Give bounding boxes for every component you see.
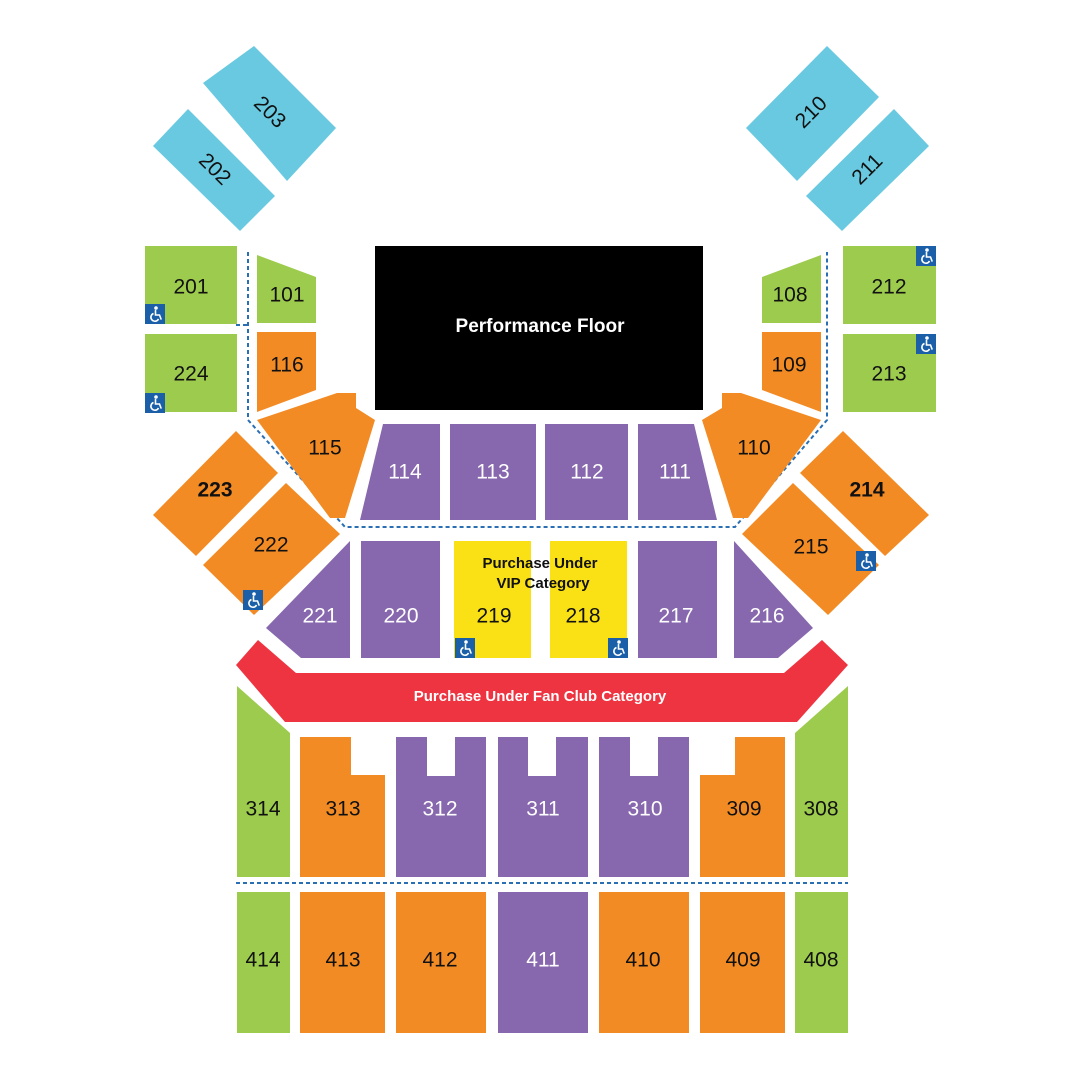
section-409-label: 409 (725, 949, 760, 972)
vip-note: Purchase Under VIP Category (482, 555, 597, 592)
section-101[interactable]: 101 (257, 255, 316, 323)
section-114-label: 114 (388, 461, 422, 484)
section-116[interactable]: 116 (257, 332, 316, 412)
section-203[interactable]: 203 (203, 46, 336, 181)
section-312[interactable]: 312 (396, 737, 486, 877)
section-413[interactable]: 413 (300, 892, 385, 1033)
wheelchair-icon (144, 303, 166, 325)
wheelchair-icon (915, 333, 937, 355)
performance-floor: Performance Floor (375, 246, 703, 410)
section-413-label: 413 (325, 949, 360, 972)
section-216-label: 216 (749, 605, 784, 628)
section-314[interactable]: 314 (237, 686, 290, 877)
wheelchair-icon (144, 392, 166, 414)
section-408-label: 408 (803, 949, 838, 972)
section-309-label: 309 (726, 798, 761, 821)
section-115-label: 115 (308, 437, 341, 460)
section-221[interactable]: 221 (266, 541, 350, 658)
section-309[interactable]: 309 (700, 737, 785, 877)
section-222[interactable]: 222 (203, 483, 340, 615)
section-201-label: 201 (173, 276, 208, 299)
section-112-label: 112 (570, 461, 603, 484)
section-110[interactable]: 110 (702, 393, 821, 518)
section-210[interactable]: 210 (746, 46, 879, 181)
section-412-label: 412 (422, 949, 457, 972)
section-109[interactable]: 109 (762, 332, 821, 412)
section-217-label: 217 (658, 605, 693, 628)
section-109-label: 109 (771, 354, 806, 377)
wheelchair-icon (242, 589, 264, 611)
section-108[interactable]: 108 (762, 255, 821, 323)
wheelchair-icon (855, 550, 877, 572)
section-101-label: 101 (269, 284, 304, 307)
section-211[interactable]: 211 (806, 109, 929, 231)
section-216[interactable]: 216 (734, 541, 813, 658)
performance-floor-label: Performance Floor (456, 316, 626, 337)
fan-club-band[interactable]: Purchase Under Fan Club Category (236, 640, 848, 722)
section-410[interactable]: 410 (599, 892, 689, 1033)
section-310-label: 310 (627, 798, 662, 821)
section-308-label: 308 (803, 798, 838, 821)
fan-club-band-label: Purchase Under Fan Club Category (414, 688, 667, 705)
section-110-label: 110 (737, 437, 770, 460)
vip-note-line1: Purchase Under (482, 555, 597, 572)
wheelchair-icon (915, 245, 937, 267)
section-218-label: 218 (565, 605, 600, 628)
wheelchair-icon (454, 637, 476, 659)
section-111[interactable]: 111 (638, 424, 717, 520)
section-414[interactable]: 414 (237, 892, 290, 1033)
section-414-label: 414 (245, 949, 280, 972)
section-221-label: 221 (302, 605, 337, 628)
section-312-label: 312 (422, 798, 457, 821)
section-410-label: 410 (625, 949, 660, 972)
section-311-label: 311 (526, 798, 559, 821)
aisle-lines (236, 252, 848, 884)
section-409[interactable]: 409 (700, 892, 785, 1033)
section-308[interactable]: 308 (795, 686, 848, 877)
section-220-label: 220 (383, 605, 418, 628)
section-214-label: 214 (849, 479, 884, 502)
section-411-label: 411 (526, 949, 559, 972)
section-215[interactable]: 215 (742, 483, 879, 615)
section-222-label: 222 (253, 534, 288, 557)
section-314-label: 314 (245, 798, 280, 821)
section-224-label: 224 (173, 363, 208, 386)
section-213[interactable]: 213 (843, 334, 936, 412)
section-412[interactable]: 412 (396, 892, 486, 1033)
wheelchair-icon (607, 637, 629, 659)
section-111-label: 111 (659, 461, 691, 484)
section-112[interactable]: 112 (545, 424, 628, 520)
section-202[interactable]: 202 (153, 109, 275, 231)
section-113[interactable]: 113 (450, 424, 536, 520)
section-220[interactable]: 220 (361, 541, 440, 658)
section-219-label: 219 (476, 605, 511, 628)
section-213-label: 213 (871, 363, 906, 386)
section-223[interactable]: 223 (153, 431, 278, 556)
section-217[interactable]: 217 (638, 541, 717, 658)
vip-note-line2: VIP Category (496, 575, 590, 592)
section-223-label: 223 (197, 479, 232, 502)
section-310[interactable]: 310 (599, 737, 689, 877)
section-212-label: 212 (871, 276, 906, 299)
section-116-label: 116 (270, 354, 303, 377)
section-408[interactable]: 408 (795, 892, 848, 1033)
section-214[interactable]: 214 (800, 431, 929, 556)
section-311[interactable]: 311 (498, 737, 588, 877)
section-114[interactable]: 114 (360, 424, 440, 520)
section-313[interactable]: 313 (300, 737, 385, 877)
section-215-label: 215 (793, 536, 828, 559)
section-313-label: 313 (325, 798, 360, 821)
section-411[interactable]: 411 (498, 892, 588, 1033)
section-108-label: 108 (772, 284, 807, 307)
section-113-label: 113 (476, 461, 509, 484)
section-115[interactable]: 115 (257, 393, 375, 518)
